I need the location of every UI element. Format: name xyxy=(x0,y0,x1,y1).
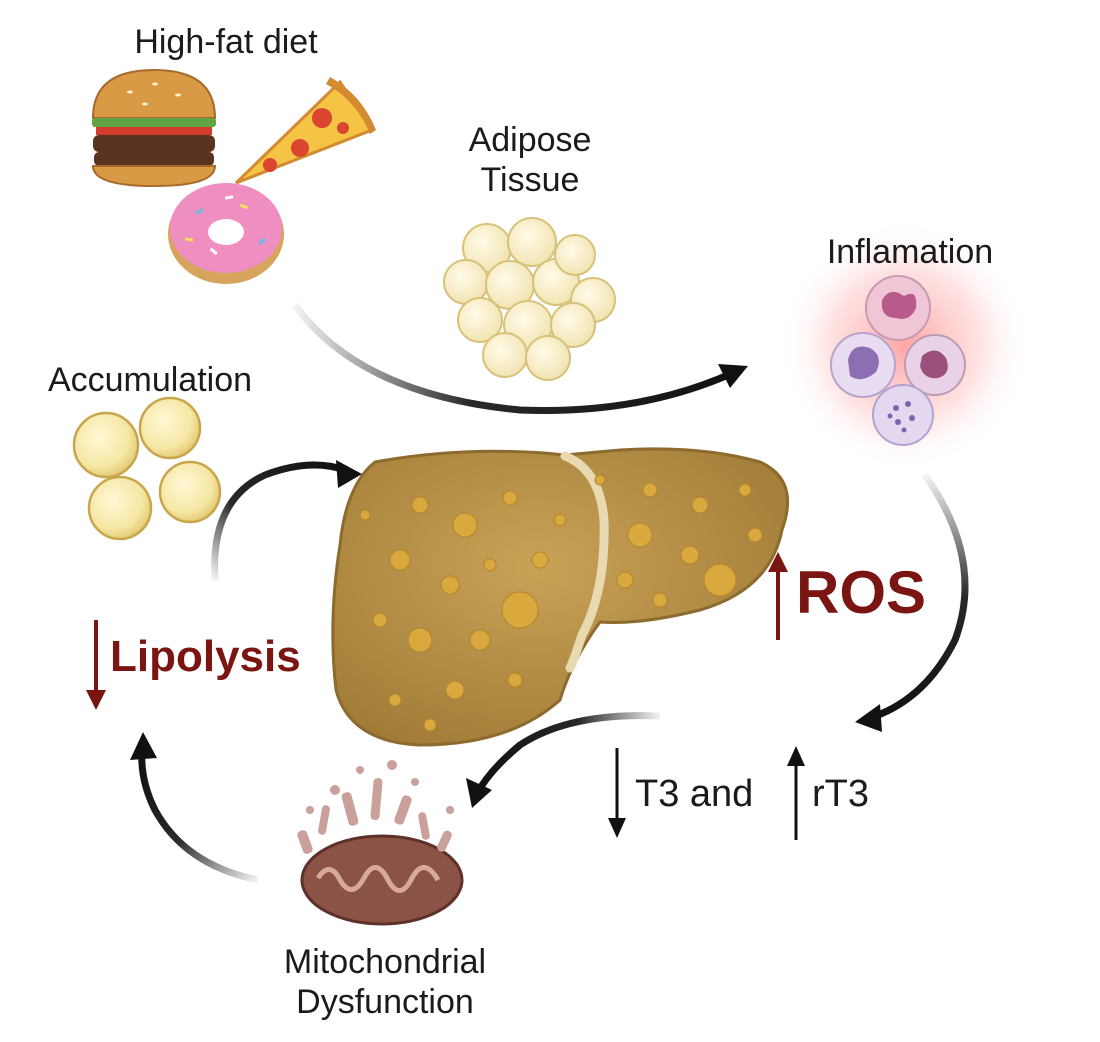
inflammation-label: Inflamation xyxy=(826,233,994,271)
adipose-line-1: Adipose xyxy=(468,121,592,159)
fat-cells-icon xyxy=(443,217,616,381)
mitochondrial-dysfunction-label: Mitochondrial Dysfunction xyxy=(240,942,530,1022)
adipose-tissue-label: Adipose Tissue xyxy=(430,120,630,200)
adipose-line-2: Tissue xyxy=(480,161,580,199)
arrow-lipolysis-to-liver xyxy=(211,460,362,581)
lipolysis-down-arrow xyxy=(86,620,106,710)
rt3-label: rT3 xyxy=(812,773,869,815)
liver-icon xyxy=(331,447,790,747)
donut-icon xyxy=(168,183,284,284)
ros-up-arrow xyxy=(768,552,788,640)
pizza-icon xyxy=(234,77,376,185)
t3-and-label: T3 and xyxy=(635,773,754,815)
t3-down-arrow xyxy=(608,748,626,838)
mito-line-1: Mitochondrial xyxy=(283,943,487,981)
ros-label: ROS xyxy=(796,559,927,626)
accumulation-cells-icon xyxy=(72,396,222,541)
accumulation-label: Accumulation xyxy=(47,361,253,399)
arrow-mitochondria-to-lipolysis xyxy=(130,732,259,884)
arrow-inflammation-to-hormones xyxy=(855,472,969,732)
rt3-up-arrow xyxy=(787,746,805,840)
burger-icon xyxy=(91,68,217,188)
high-fat-diet-label: High-fat diet xyxy=(134,23,318,61)
arrow-diet-to-inflammation xyxy=(292,302,748,414)
arrow-hormones-to-mitochondria xyxy=(466,712,661,808)
lipolysis-label: Lipolysis xyxy=(110,632,301,681)
immune-cells-icon xyxy=(780,220,1030,470)
mito-line-2: Dysfunction xyxy=(296,983,474,1021)
mitochondrion-icon xyxy=(297,760,464,926)
